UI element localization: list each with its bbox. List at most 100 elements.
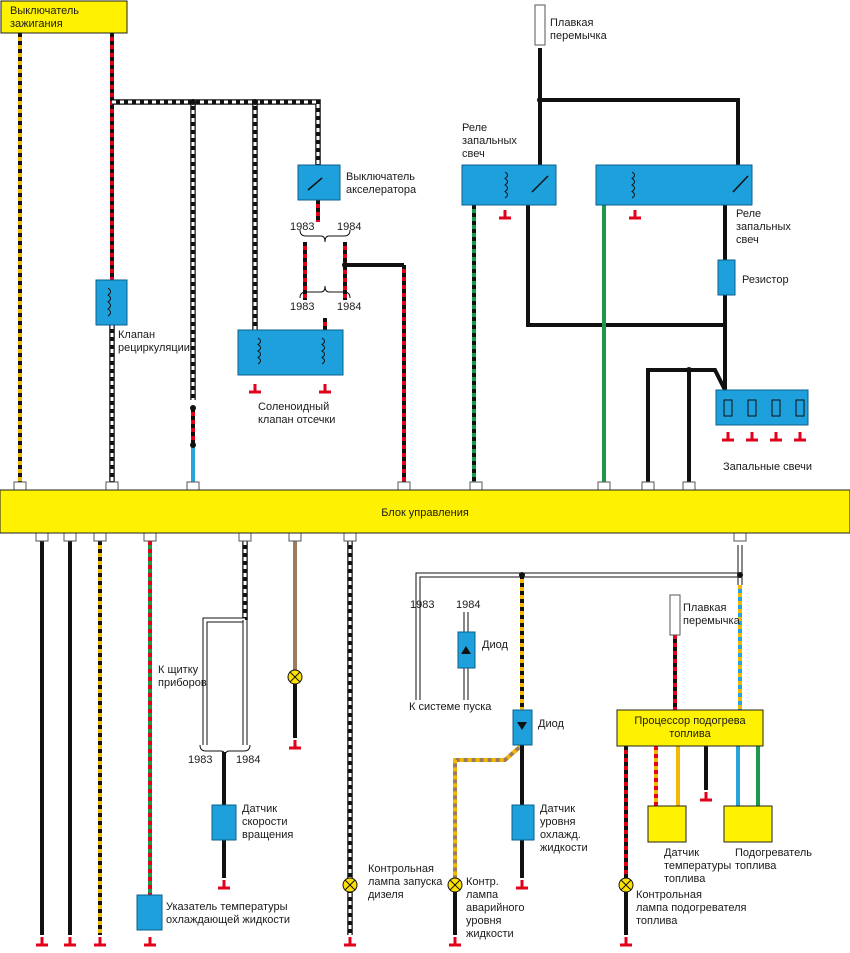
year-1984-b: 1984 [337, 301, 361, 313]
resistor [717, 259, 736, 296]
lamp-cross [620, 879, 632, 891]
switch-icon [531, 175, 549, 193]
ground-icon [499, 210, 511, 220]
solenoid-valve [237, 329, 344, 376]
ground-icon [319, 384, 331, 394]
components [13, 4, 809, 947]
switch-icon [307, 177, 323, 191]
brace [299, 285, 351, 299]
accelerator-switch [297, 164, 341, 201]
coil-icon [504, 171, 508, 199]
ground-icon [620, 937, 632, 947]
glow-plugs [715, 389, 809, 426]
coil-icon [257, 337, 261, 365]
year-1984-c: 1984 [236, 754, 260, 766]
resistor-label: Резистор [742, 274, 789, 286]
glow-relay-1 [461, 164, 557, 206]
wire-relay-feed [540, 98, 740, 165]
connector-pin [682, 481, 696, 491]
fuel-heater-box [723, 805, 773, 843]
lamp-cross [449, 879, 461, 891]
connector-pin [641, 481, 655, 491]
junction-dot [190, 442, 196, 448]
temp-gauge [136, 894, 163, 931]
control-unit-bar [0, 489, 850, 534]
diode-icon [461, 646, 471, 654]
connector-pin [63, 532, 77, 542]
speed-sensor [211, 804, 237, 841]
connector-pin [288, 532, 302, 542]
coil-icon [321, 337, 325, 365]
connector-pin [343, 532, 357, 542]
ground-icon [344, 937, 356, 947]
connector-pin [397, 481, 411, 491]
dash-line-1983-inner [203, 618, 245, 745]
recirculation-valve [95, 279, 128, 326]
connector-pin [35, 532, 49, 542]
junction-dot [342, 262, 348, 268]
year-1984-d: 1984 [456, 599, 480, 611]
fuel-heater-processor-box [616, 709, 764, 747]
starter-system-label: К системе пуска [409, 701, 492, 713]
ground-icon [249, 384, 261, 394]
wire-warning-lamp-stripe [453, 743, 524, 880]
junction-dot [190, 405, 196, 411]
start-line-inner [416, 545, 742, 700]
connector-pin [469, 481, 483, 491]
year-1983-d: 1983 [410, 599, 434, 611]
fuse-icon [669, 594, 681, 636]
junction-dot [252, 99, 258, 105]
ground-icon [94, 937, 106, 947]
wire-plug-sense-1 [646, 368, 727, 490]
ground-icon [449, 937, 461, 947]
wire-bus-stripe [112, 100, 320, 165]
brace [199, 744, 251, 758]
fuse-icon [534, 4, 546, 46]
ground-icon [722, 432, 734, 442]
diode-1-label: Диод [482, 639, 508, 651]
connector-pin [186, 481, 200, 491]
connector-pin [143, 532, 157, 542]
glow-plug-icon [747, 399, 757, 417]
wire-relay1-out [526, 205, 725, 327]
ground-icon [794, 432, 806, 442]
ground-icon [746, 432, 758, 442]
lamp-cross [344, 879, 356, 891]
glow-plugs-label: Запальные свечи [723, 461, 812, 473]
connector-pin [93, 532, 107, 542]
ground-icon [218, 880, 230, 890]
connector-pin [238, 532, 252, 542]
ground-icon [629, 210, 641, 220]
wire-bus [112, 99, 321, 165]
glow-plug-icon [795, 399, 805, 417]
control-unit-label: Блок управления [381, 507, 469, 519]
brace [299, 229, 351, 243]
ground-icon [144, 937, 156, 947]
junction-dot [537, 97, 543, 103]
diode-icon [517, 722, 527, 730]
dash-line-1983 [202, 617, 245, 745]
year-1983-c: 1983 [188, 754, 212, 766]
glow-plug-icon [723, 399, 733, 417]
junction-dot [737, 572, 743, 578]
year-1984-a: 1984 [337, 221, 361, 233]
junction-dot [519, 572, 525, 578]
ground-icon [770, 432, 782, 442]
connector-pin [733, 532, 747, 542]
ground-icon [700, 792, 712, 802]
ignition-switch-box [0, 0, 128, 34]
